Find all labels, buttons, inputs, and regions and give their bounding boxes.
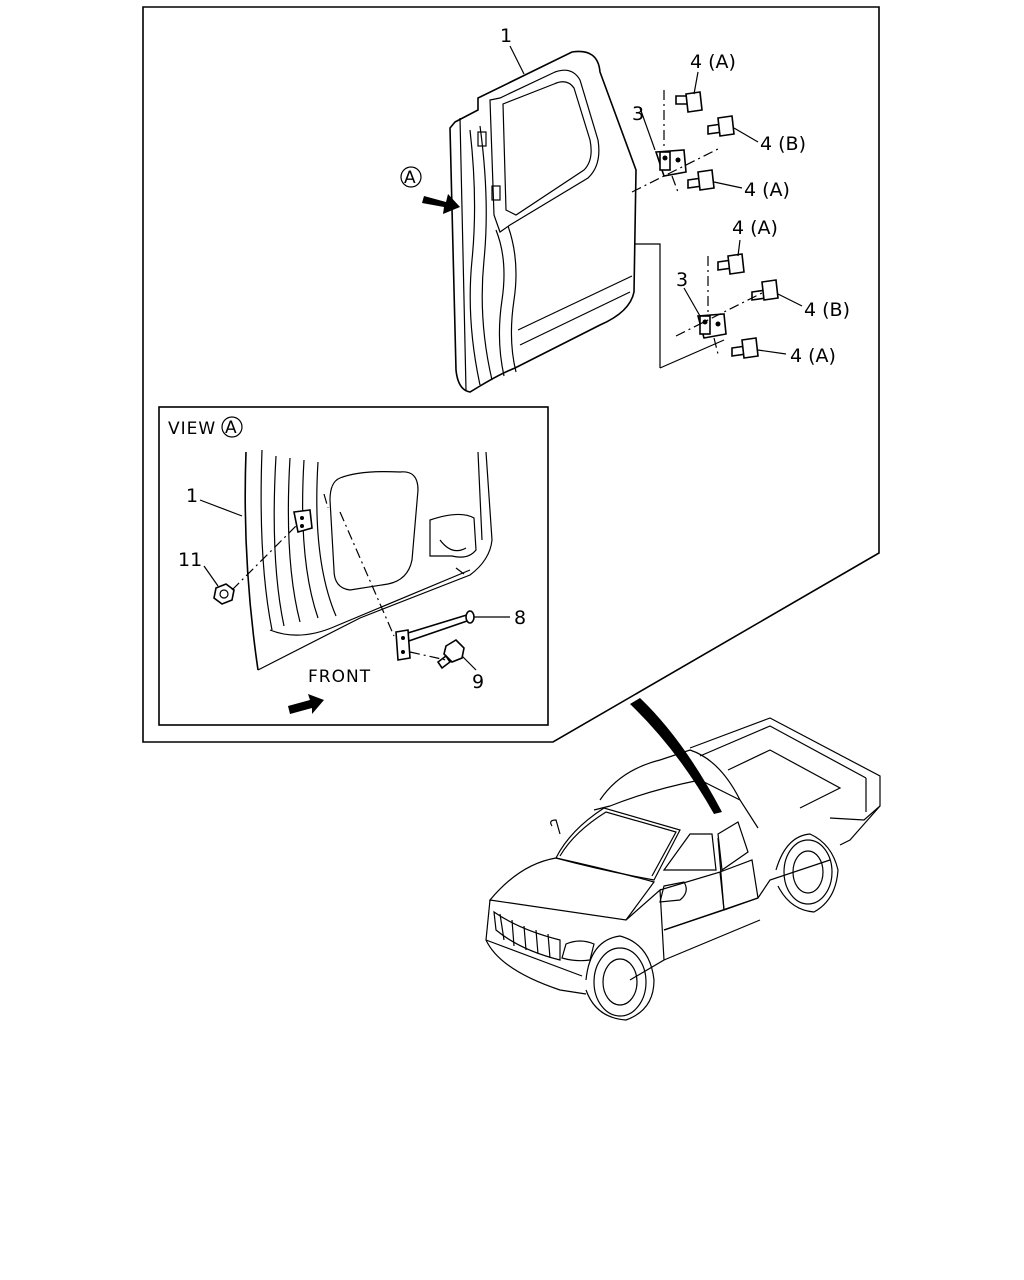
callout-door: 1 bbox=[500, 25, 512, 47]
svg-text:4 (B): 4 (B) bbox=[804, 299, 850, 321]
view-a-arrow: A bbox=[400, 166, 460, 214]
callout-check-bolt: 9 bbox=[472, 671, 484, 693]
front-arrow bbox=[288, 694, 324, 714]
bolt-lower-mid bbox=[751, 279, 779, 301]
outer-frame bbox=[142, 6, 880, 743]
callout-check-link: 8 bbox=[514, 607, 526, 629]
svg-text:4 (B): 4 (B) bbox=[760, 133, 806, 155]
svg-text:A: A bbox=[404, 168, 417, 188]
pointer-wedge bbox=[630, 698, 722, 814]
view-title: VIEW bbox=[168, 419, 216, 439]
bolt-upper-top bbox=[675, 91, 703, 113]
bolt-9 bbox=[436, 638, 465, 670]
bolt-upper-bot bbox=[687, 169, 715, 191]
view-door-frame bbox=[244, 449, 493, 671]
view-a-inset bbox=[158, 406, 549, 726]
callout-nut: 11 bbox=[178, 549, 202, 571]
bolt-lower-bot bbox=[731, 337, 759, 359]
svg-text:4 (A): 4 (A) bbox=[690, 51, 736, 73]
svg-text:4 (A): 4 (A) bbox=[732, 217, 778, 239]
svg-text:A: A bbox=[225, 418, 238, 438]
callout-hinge-upper: 3 bbox=[632, 103, 644, 125]
svg-text:4 (A): 4 (A) bbox=[790, 345, 836, 367]
rear-door-panel bbox=[449, 50, 637, 393]
callout-hinge-lower: 3 bbox=[676, 269, 688, 291]
bolt-upper-mid bbox=[707, 115, 735, 137]
front-label: FRONT bbox=[308, 667, 371, 687]
pickup-truck bbox=[485, 717, 881, 1021]
lower-hinge bbox=[696, 313, 727, 339]
svg-text:4 (A): 4 (A) bbox=[744, 179, 790, 201]
check-link-8 bbox=[395, 610, 475, 661]
callout-view-door: 1 bbox=[186, 485, 198, 507]
bolt-lower-top bbox=[717, 253, 745, 275]
nut-11 bbox=[213, 583, 235, 605]
upper-hinge bbox=[654, 149, 687, 177]
